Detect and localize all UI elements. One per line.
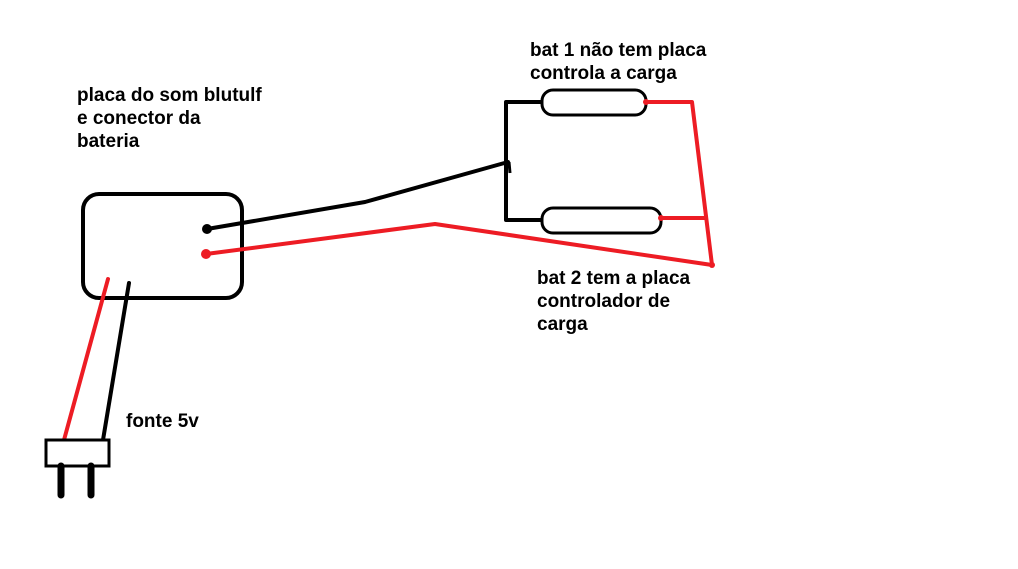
battery-black-bus — [504, 100, 542, 222]
power-plug-body — [44, 438, 111, 468]
battery-1-label-line-2: controla a carga — [530, 63, 677, 84]
board-red-wire — [205, 222, 713, 267]
battery-2-red-dot — [658, 215, 664, 221]
power-supply-label-line-1: fonte 5v — [126, 411, 199, 432]
battery-2-label-line-3: carga — [537, 314, 588, 335]
battery-2-label: bat 2 tem a placa controlador de carga — [537, 267, 690, 336]
sound-board-box — [81, 192, 244, 300]
battery-2-label-line-2: controlador de — [537, 291, 671, 312]
sound-board-label-line-2: e conector da — [77, 108, 201, 129]
board-black-wire — [205, 160, 510, 231]
battery-2-label-line-1: bat 2 tem a placa — [537, 268, 691, 289]
supply-red-wire — [62, 277, 110, 442]
sound-board-label-line-3: bateria — [77, 131, 140, 152]
battery-1-label: bat 1 não tem placa controla a carga — [530, 39, 706, 85]
battery-2 — [540, 206, 663, 235]
black-junction-tick — [507, 161, 512, 174]
battery-1 — [540, 88, 648, 117]
battery-1-label-line-1: bat 1 não tem placa — [530, 40, 707, 61]
sound-board-label: placa do som blutulf e conector da bater… — [77, 84, 262, 153]
battery-red-bus — [646, 100, 714, 266]
supply-black-wire — [101, 281, 131, 442]
power-supply-label: fonte 5v — [126, 410, 199, 433]
battery-1-red-dot — [643, 99, 649, 105]
sound-board-label-line-1: placa do som blutulf — [77, 85, 262, 106]
